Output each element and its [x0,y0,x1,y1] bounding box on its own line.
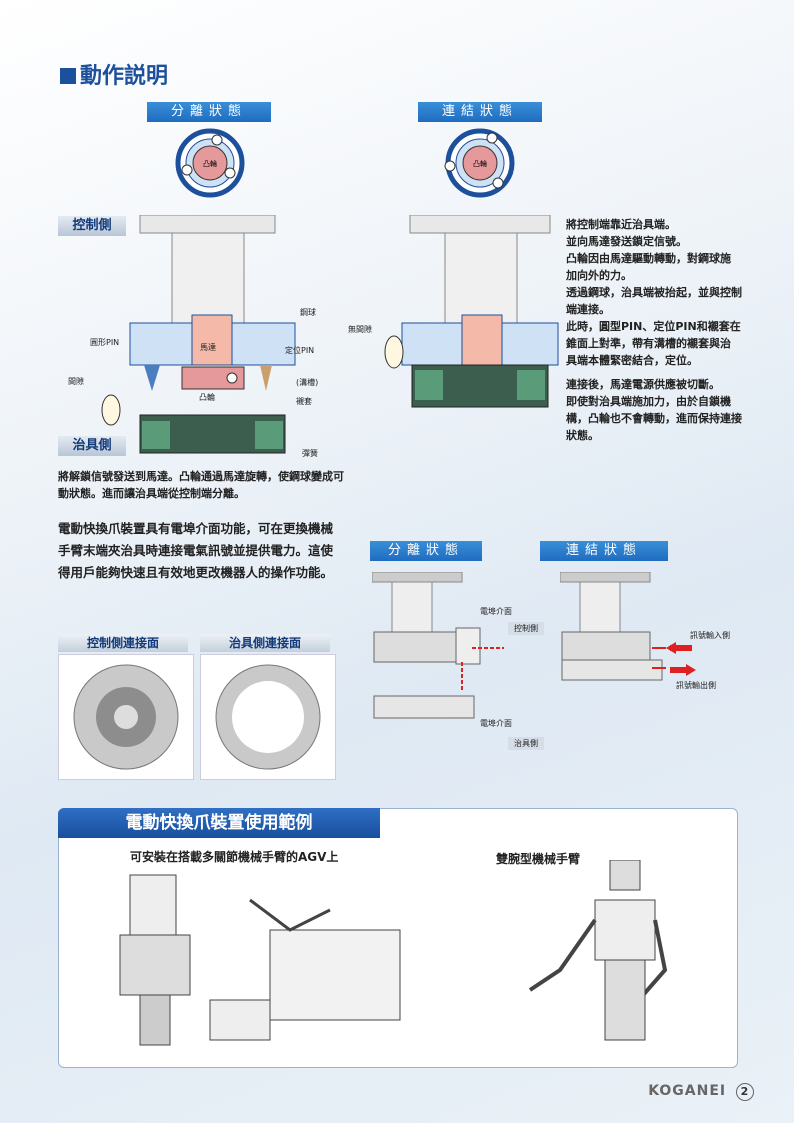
port-interface-label-2: 電埠介面 [480,719,512,728]
dual-arm-robot-illustration [528,860,668,1041]
release-explanation: 將解鎖信號發送到馬達。凸輪通過馬達旋轉，使鋼球變成可 動狀態。進而讓治具端從控制… [58,470,344,500]
port-interface-label-1: 電埠介面 [480,607,512,616]
control-face-caption: 控制側連接面 [58,634,188,652]
cam-label-1: 凸輪 [203,159,217,168]
title-square-icon [60,68,76,84]
connected-cross-section [401,215,559,408]
cam-top-view-connected: 凸輪 [444,128,515,198]
tool-face-caption: 治具側連接面 [200,634,330,652]
connect-explanation-2: 連接後，馬達電源供應被切斷。 即使對治具端施加力，由於自鎖機 構，凸輪也不會轉動… [566,378,742,442]
signal-in-label: 訊號輸入側 [690,631,730,640]
steel-ball-label: 鋼球 [300,308,316,317]
cam-top-view-separated: 凸輪 [175,128,245,198]
electric-interface-text: 電動快換爪裝置具有電埠介面功能，可在更換機械 手臂末端夾治具時連接電氣訊號並提供… [58,521,334,580]
control-side-label: 控制側 [58,216,126,236]
electric-connected-diagram [560,572,696,681]
control-face-photo [58,654,194,780]
separated-cross-section [129,215,296,454]
gap-magnifier-icon [101,394,121,426]
state-header-connected: 連結狀態 [418,102,542,122]
state-header-separated: 分離狀態 [147,102,271,122]
sleeve-label: 襯套 [296,397,312,406]
page-title: 動作説明 [60,58,168,90]
usage-example-2: 雙腕型機械手臂 [496,852,581,866]
electric-separated-diagram [372,572,504,719]
cam-label-3: 凸輪 [199,393,215,402]
footer: KOGANEI 2 [648,1083,754,1101]
no-gap-label: 無間隙 [348,325,372,334]
tool-side-tag: 治具側 [508,737,544,750]
spring-label: 彈簧 [302,449,318,458]
tool-side-label: 治具側 [58,436,126,456]
gap-label: 間隙 [68,377,84,386]
usage-example-1: 可安裝在搭載多關節機械手臂的AGV上 [130,850,339,864]
groove-label: (溝槽) [296,378,319,387]
agv-robot-illustration [119,874,401,1046]
electric-header-connected: 連結狀態 [540,541,668,561]
control-side-tag: 控制側 [508,622,544,635]
locate-pin-label: 定位PIN [285,346,315,355]
cam-label-2: 凸輪 [473,159,487,168]
signal-out-label: 訊號輸出側 [676,681,716,690]
motor-label-1: 馬達 [200,343,216,352]
round-pin-label: 圓形PIN [90,338,120,347]
brand-logo: KOGANEI [648,1083,727,1099]
electric-header-separated: 分離狀態 [370,541,482,561]
page-number: 2 [736,1083,754,1101]
usage-title: 電動快換爪裝置使用範例 [58,808,380,838]
no-gap-magnifier-icon [384,335,404,369]
connect-explanation: 將控制端靠近治具端。 並向馬達發送鎖定信號。 凸輪因由馬達驅動轉動，對鋼球施 加… [566,218,742,367]
tool-face-photo [200,654,336,780]
